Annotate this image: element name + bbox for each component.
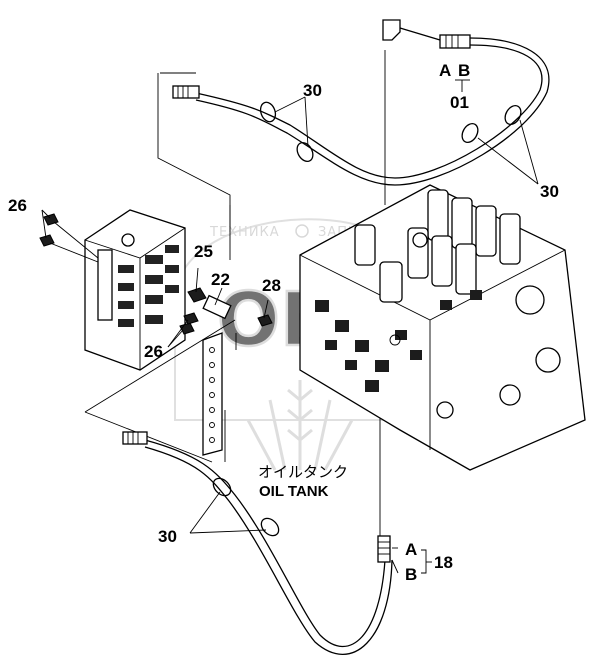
watermark-text-left: ТЕХНИКА: [209, 225, 280, 240]
label-oil-tank-jp: オイルタンク: [258, 463, 348, 481]
label-fitting-22: 22: [211, 270, 230, 289]
fitting-25: [187, 287, 207, 303]
label-plug-28: 28: [262, 276, 281, 295]
hose-bottom-fitting-top: [377, 535, 391, 563]
hose-bottom: [122, 431, 393, 655]
label-fitting-25: 25: [194, 242, 213, 261]
label-oil-tank-en: OIL TANK: [259, 483, 329, 500]
label-hose-bottom-code: 18: [434, 553, 453, 572]
hose-clamp-top-3: [461, 123, 479, 143]
label-hose-top-a: A: [439, 61, 451, 80]
hose-clamp-bottom-1: [212, 477, 232, 497]
hose-top-fitting-left: [172, 85, 200, 99]
wheat-emblem-icon: [246, 380, 354, 471]
label-clamp-30-top-right: 30: [540, 182, 559, 201]
guide-lines: [84, 50, 386, 538]
label-hose-bottom-a: A: [405, 540, 417, 559]
label-hose-top-code: 01: [450, 93, 469, 112]
hose-top: [172, 19, 550, 186]
callout-leaders: [41, 79, 539, 574]
hose-clamp-top-1: [259, 101, 277, 123]
label-clamp-30-bottom: 30: [158, 527, 177, 546]
hose-bottom-fitting-left: [122, 431, 148, 445]
main-control-valve: [299, 184, 586, 471]
bracket-plate: [202, 332, 223, 456]
hose-clamp-bottom-2: [260, 517, 280, 537]
hose-top-fitting-right: [439, 34, 471, 49]
label-hose-top-b: B: [458, 61, 470, 80]
hose-top-elbow: [382, 19, 401, 41]
label-clamp-30-top-left: 30: [303, 81, 322, 100]
fitting-22: [202, 294, 232, 320]
label-hose-bottom-b: B: [405, 565, 417, 584]
label-adapter-26-left: 26: [8, 196, 27, 215]
label-adapter-26-center: 26: [144, 342, 163, 361]
hose-clamp-top-2: [296, 142, 314, 162]
gear-icon: [295, 224, 309, 238]
hose-clamp-top-4: [504, 105, 522, 125]
adapter-26-left: [39, 213, 99, 263]
sub-valve-block: [84, 209, 186, 371]
